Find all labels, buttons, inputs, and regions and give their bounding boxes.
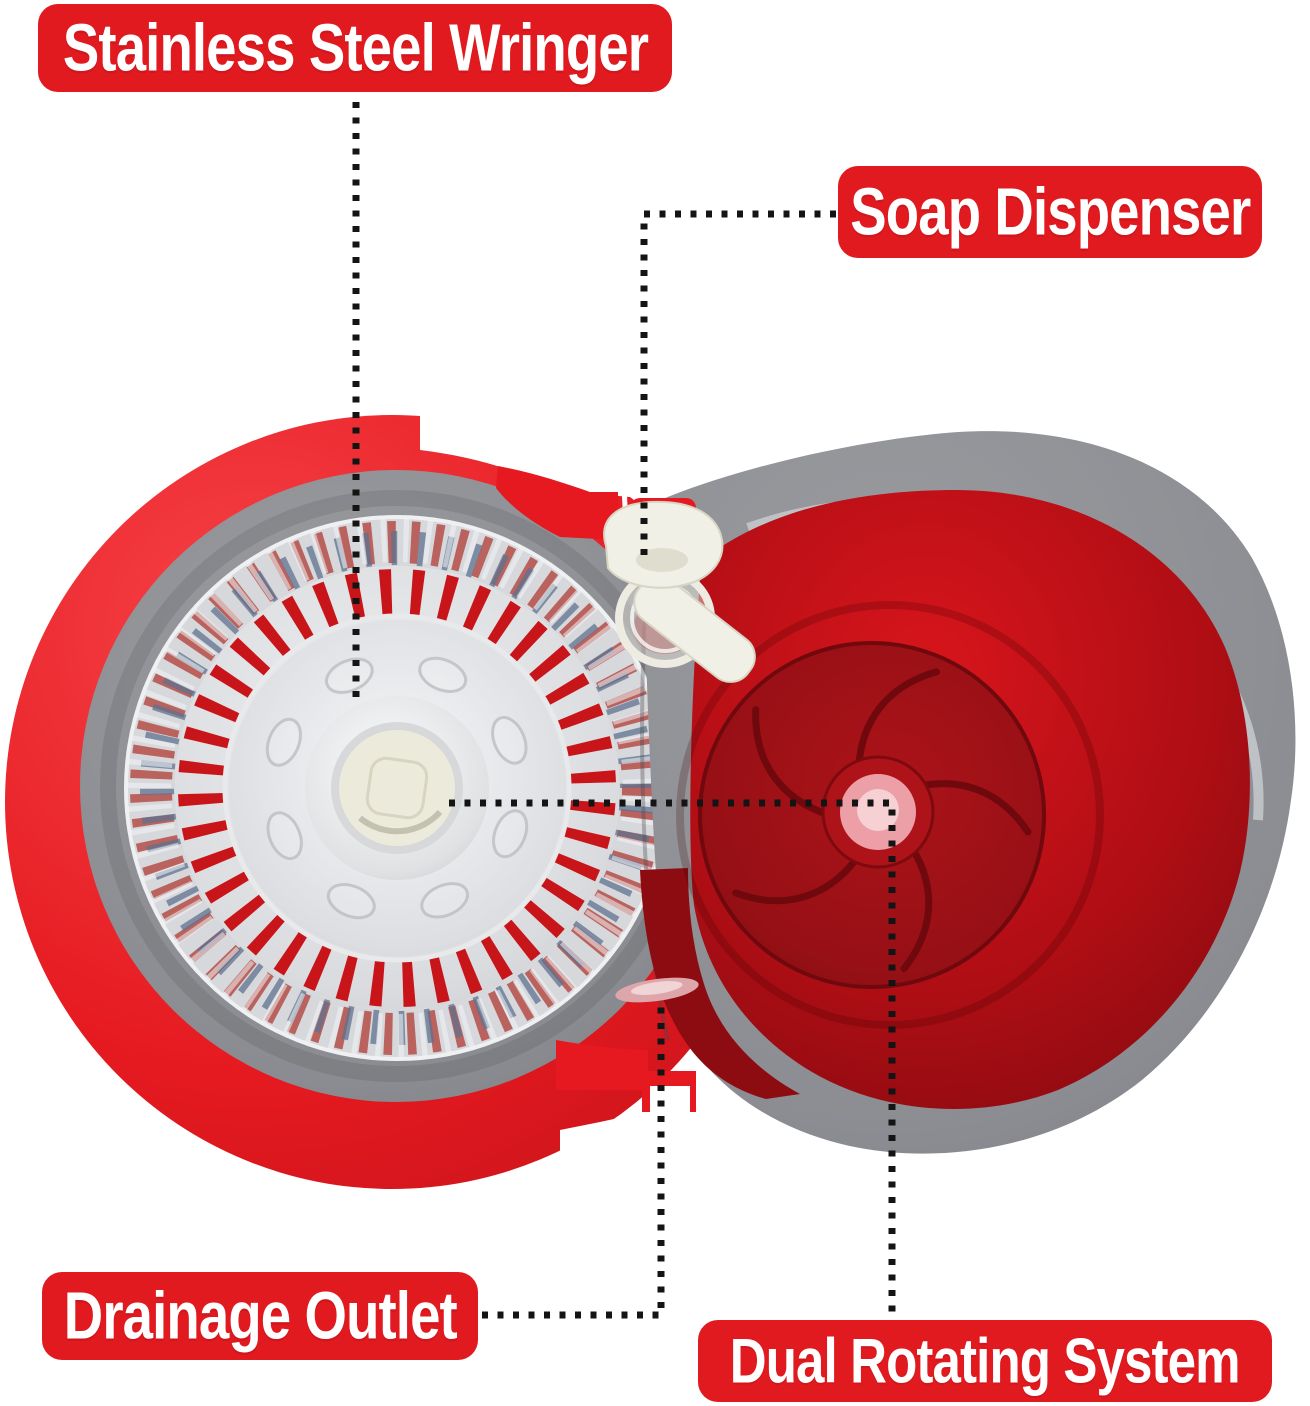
drainage-outlet xyxy=(615,977,699,1003)
top-waist-cutout xyxy=(420,296,640,498)
soap-pump xyxy=(603,500,756,683)
soap-dispenser xyxy=(603,500,756,683)
top-latch-arm xyxy=(496,466,618,540)
label-drainage-outlet: Drainage Outlet xyxy=(42,1272,478,1360)
wringer-chamber xyxy=(5,415,779,1189)
bottom-latch xyxy=(556,1040,696,1112)
label-soap-dispenser-text: Soap Dispenser xyxy=(849,174,1251,250)
leader-line-soap xyxy=(640,210,836,556)
basket-texture-blue xyxy=(140,531,654,1045)
wringer-basket xyxy=(124,515,670,1061)
washing-chamber xyxy=(615,431,1296,1154)
pump-spout xyxy=(633,575,756,683)
label-stainless-steel-wringer-text: Stainless Steel Wringer xyxy=(62,10,648,86)
label-dual-rotating-system-text: Dual Rotating System xyxy=(730,1325,1241,1397)
label-drainage-outlet-text: Drainage Outlet xyxy=(63,1278,457,1354)
rotating-hub xyxy=(821,755,935,869)
label-dual-rotating-system: Dual Rotating System xyxy=(698,1320,1272,1402)
pump-head xyxy=(603,500,724,589)
wringer-hub xyxy=(305,696,489,880)
basket-dimples xyxy=(265,656,529,920)
waist-red-wall xyxy=(640,868,800,1099)
label-soap-dispenser: Soap Dispenser xyxy=(838,166,1262,258)
bowl-groove xyxy=(676,601,1104,1029)
bottom-waist-cutout xyxy=(560,1112,646,1406)
label-stainless-steel-wringer: Stainless Steel Wringer xyxy=(38,4,672,92)
dual-rotating-system xyxy=(698,641,1046,989)
